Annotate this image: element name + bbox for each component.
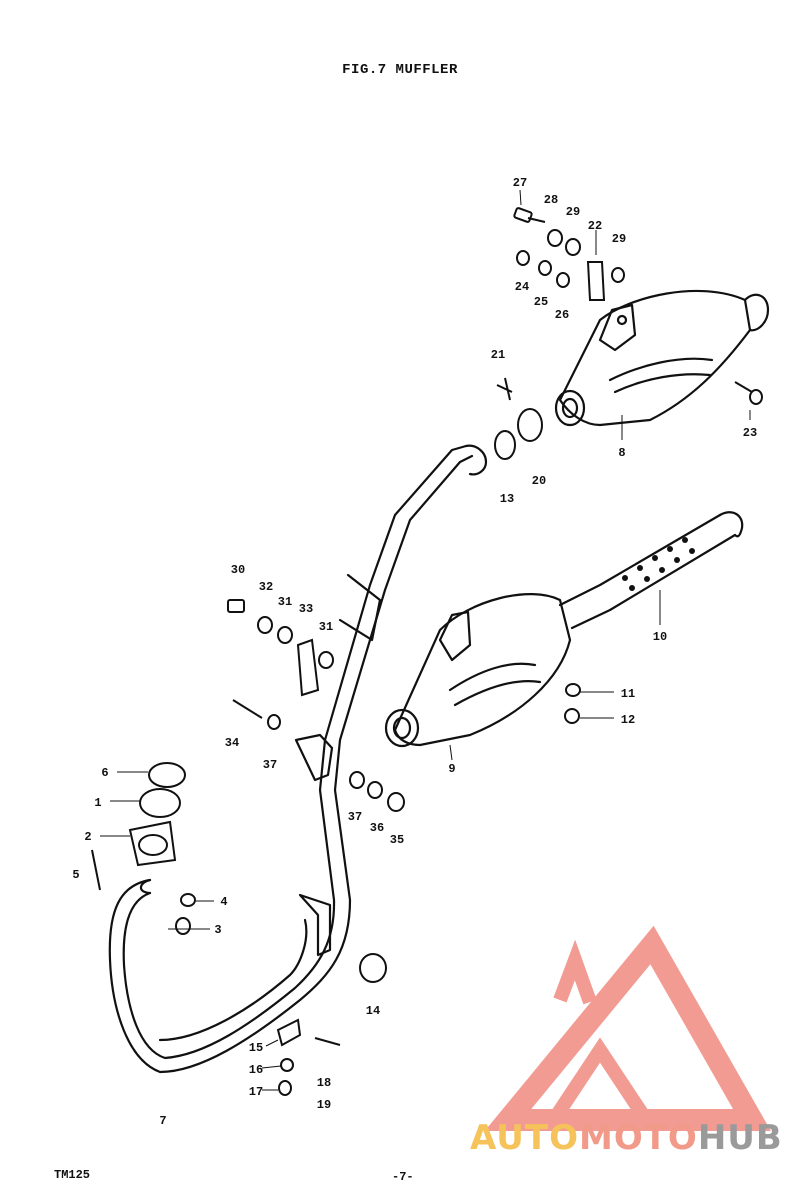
part-number-label: 6	[101, 766, 108, 780]
model-code: TM125	[54, 1168, 91, 1182]
part-number-label: 20	[532, 474, 546, 488]
part-number-label: 35	[390, 833, 404, 847]
part-number-label: 37	[348, 810, 362, 824]
part-number-label: 10	[653, 630, 667, 644]
muffler-8	[554, 289, 770, 427]
part-number-label: 31	[278, 595, 292, 609]
part-number-label: 37	[263, 758, 277, 772]
figure-title: FIG.7 MUFFLER	[342, 62, 458, 78]
part-number-label: 19	[317, 1098, 331, 1112]
exhaust-pipe-7	[108, 444, 488, 1074]
part-number-label: 8	[618, 446, 625, 460]
part-number-label: 30	[231, 563, 245, 577]
part-number-label: 36	[370, 821, 384, 835]
part-number-label: 26	[555, 308, 569, 322]
part-number-label: 7	[159, 1114, 166, 1128]
part-number-label: 5	[72, 868, 79, 882]
hardware-parts	[91, 207, 763, 1096]
part-number-label: 18	[317, 1076, 331, 1090]
part-number-label: 29	[566, 205, 580, 219]
watermark-text: AUTOMOTOHUB	[470, 1118, 783, 1158]
part-number-label: 21	[491, 348, 505, 362]
part-number-label: 1	[94, 796, 101, 810]
tailpipe-perforations	[622, 537, 695, 591]
watermark-part-hub: HUB	[697, 1118, 783, 1158]
watermark-part-auto: AUTO	[470, 1118, 579, 1158]
watermark-logo-icon	[484, 925, 771, 1131]
part-number-label: 25	[534, 295, 548, 309]
part-number-label: 27	[513, 176, 527, 190]
part-number-label: 3	[214, 923, 221, 937]
part-number-label: 11	[621, 687, 635, 701]
part-number-label: 17	[249, 1085, 263, 1099]
part-number-label: 24	[515, 280, 529, 294]
part-number-label: 15	[249, 1041, 263, 1055]
part-number-label: 34	[225, 736, 239, 750]
part-number-label: 33	[299, 602, 313, 616]
part-number-label: 32	[259, 580, 273, 594]
muffler-9	[384, 593, 572, 748]
leader-lines	[100, 189, 751, 1091]
part-number-label: 2	[84, 830, 91, 844]
watermark-part-moto: MOTO	[578, 1118, 698, 1158]
part-number-label: 13	[500, 492, 514, 506]
part-number-label: 12	[621, 713, 635, 727]
part-number-label: 22	[588, 219, 602, 233]
part-number-label: 9	[448, 762, 455, 776]
part-number-label: 16	[249, 1063, 263, 1077]
part-number-label: 14	[366, 1004, 380, 1018]
part-number-label: 29	[612, 232, 626, 246]
part-number-label: 23	[743, 426, 757, 440]
tailpipe-10	[558, 511, 744, 630]
part-number-label: 4	[220, 895, 227, 909]
part-number-label: 28	[544, 193, 558, 207]
page-number: -7-	[392, 1170, 414, 1184]
part-number-label: 31	[319, 620, 333, 634]
